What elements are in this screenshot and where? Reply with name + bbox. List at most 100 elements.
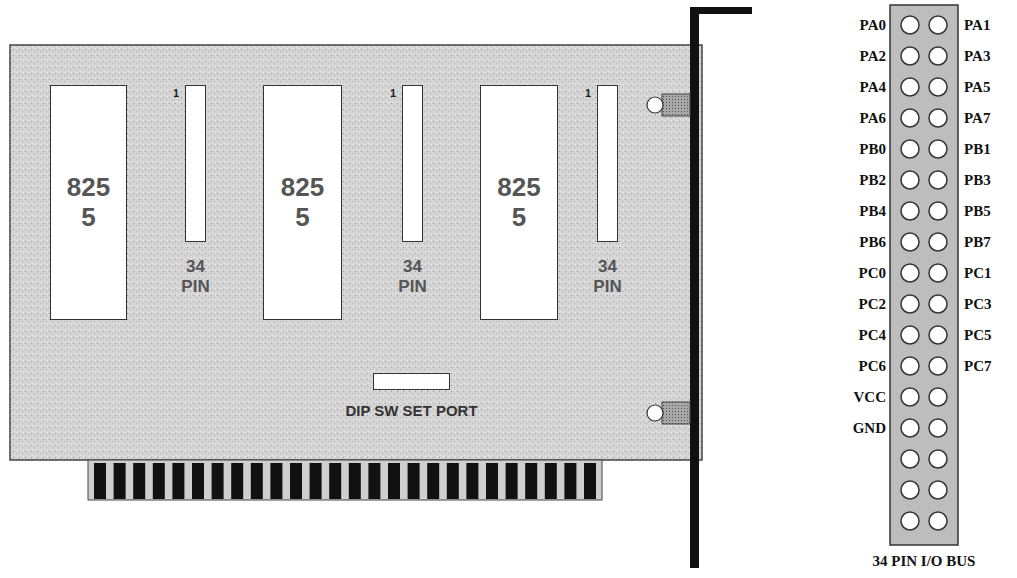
bracket-top <box>690 7 752 14</box>
connector-finger <box>447 463 459 499</box>
header-hole <box>901 326 919 344</box>
connector-finger <box>388 463 400 499</box>
header-hole <box>901 233 919 251</box>
signal-name: PB2 <box>859 171 886 189</box>
connector-finger <box>486 463 498 499</box>
pin-number: 1 <box>173 88 179 99</box>
edge-connector <box>88 460 602 500</box>
ppi-chip: 825 5 <box>263 85 342 320</box>
signal-name: PB1 <box>964 140 991 158</box>
connector-finger <box>153 463 165 499</box>
signal-name: PC1 <box>964 264 992 282</box>
header-hole <box>929 481 947 499</box>
connector-finger <box>545 463 557 499</box>
header-hole <box>929 419 947 437</box>
io-bus-header: 34 PIN I/O BUS <box>890 5 958 545</box>
pin-header: 134 PIN <box>402 85 423 242</box>
signal-name: PB3 <box>964 171 991 189</box>
ppi-chip: 825 5 <box>480 85 558 320</box>
header-holes <box>901 16 947 530</box>
pin-number: 1 <box>585 88 591 99</box>
signal-name: PA7 <box>964 109 990 127</box>
connector-finger <box>525 463 537 499</box>
connector-finger <box>251 463 263 499</box>
connector-finger <box>172 463 184 499</box>
signal-name: PA1 <box>964 16 990 34</box>
header-hole <box>929 326 947 344</box>
signal-name: PA4 <box>860 78 886 96</box>
header-hole <box>901 171 919 189</box>
header-label: 34 PIN <box>173 257 219 298</box>
connector-finger <box>368 463 380 499</box>
connector-finger <box>427 463 439 499</box>
signal-name: PA2 <box>860 47 886 65</box>
connector-finger <box>584 463 596 499</box>
signal-name: VCC <box>854 388 887 406</box>
connector-finger <box>270 463 282 499</box>
header-body <box>890 5 958 545</box>
header-hole <box>929 264 947 282</box>
header-hole <box>901 450 919 468</box>
ppi-chip: 825 5 <box>50 85 127 320</box>
signal-name: PC5 <box>964 326 992 344</box>
signal-name: PB6 <box>859 233 886 251</box>
pin-header: 134 PIN <box>597 85 618 242</box>
signal-name: PB0 <box>859 140 886 158</box>
header-label: 34 PIN <box>390 257 436 298</box>
header-hole <box>929 450 947 468</box>
header-hole <box>929 233 947 251</box>
signal-name: GND <box>853 419 886 437</box>
dip-switch: DIP SW SET PORT <box>373 373 450 390</box>
signal-name: PB7 <box>964 233 991 251</box>
header-hole <box>929 512 947 530</box>
header-hole <box>901 295 919 313</box>
chip-label: 825 5 <box>63 173 115 233</box>
header-hole <box>929 171 947 189</box>
header-hole <box>901 419 919 437</box>
connector-finger <box>408 463 420 499</box>
signal-name: PA0 <box>860 16 886 34</box>
pin-header: 134 PIN <box>185 85 206 242</box>
connector-finger <box>564 463 576 499</box>
connector-finger <box>290 463 302 499</box>
signal-name: PA5 <box>964 78 990 96</box>
header-hole <box>929 388 947 406</box>
header-hole <box>901 512 919 530</box>
signal-name: PA6 <box>860 109 886 127</box>
signal-name: PC3 <box>964 295 992 313</box>
connector-fingers <box>94 463 596 499</box>
mounting-bracket <box>690 8 699 568</box>
connector-finger <box>133 463 145 499</box>
connector-finger <box>94 463 106 499</box>
connector-finger <box>466 463 478 499</box>
header-hole <box>929 47 947 65</box>
header-hole <box>901 78 919 96</box>
header-hole <box>901 16 919 34</box>
connector-finger <box>349 463 361 499</box>
header-hole <box>901 388 919 406</box>
part-label: 34 PIN I/O BUS <box>873 553 976 570</box>
header-hole <box>901 202 919 220</box>
header-hole <box>901 264 919 282</box>
header-hole <box>901 109 919 127</box>
header-hole <box>929 202 947 220</box>
connector-finger <box>212 463 224 499</box>
header-hole <box>929 16 947 34</box>
bracket-tab <box>662 94 690 116</box>
header-hole <box>901 140 919 158</box>
signal-name: PC2 <box>859 295 887 313</box>
circuit-board <box>10 45 702 460</box>
header-hole <box>929 109 947 127</box>
header-hole <box>929 78 947 96</box>
header-hole <box>929 295 947 313</box>
connector-finger <box>506 463 518 499</box>
screw-hole <box>647 97 663 113</box>
chip-label: 825 5 <box>277 173 329 233</box>
header-label: 34 PIN <box>585 257 631 298</box>
signal-name: PB4 <box>859 202 886 220</box>
connector-finger <box>192 463 204 499</box>
connector-finger <box>114 463 126 499</box>
bracket-tab <box>662 402 690 424</box>
screw-hole <box>647 405 663 421</box>
signal-name: PA3 <box>964 47 990 65</box>
